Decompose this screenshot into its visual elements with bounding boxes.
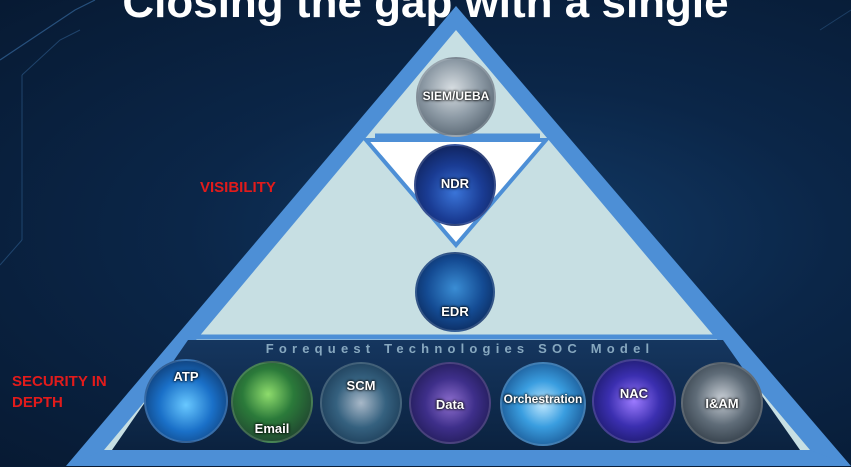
atp-label: ATP	[173, 369, 199, 384]
nac-label: NAC	[619, 386, 649, 401]
scm-node: SCM	[320, 362, 402, 444]
atp-node: ATP	[144, 359, 228, 443]
page-title: Closing the gap with a single	[122, 0, 729, 27]
email-label: Email	[254, 421, 290, 436]
edr-label: EDR	[441, 304, 469, 319]
orchestration-label: Orchestration	[503, 392, 583, 406]
ndr-node: NDR	[414, 144, 496, 226]
ndr-label: NDR	[440, 176, 470, 191]
siem-ueba-label: SIEM/UEBA	[422, 89, 490, 103]
soc-model-title: Forequest Technologies SOC Model	[265, 341, 655, 356]
iam-label: I&AM	[705, 396, 739, 411]
data-label: Data	[435, 397, 465, 412]
edr-node: EDR	[415, 252, 495, 332]
email-node: Email	[231, 361, 313, 443]
bottom-band-edge	[66, 450, 851, 466]
visibility-label: VISIBILITY	[200, 179, 276, 196]
data-node: Data	[409, 362, 491, 444]
orchestration-node: Orchestration	[500, 362, 586, 446]
security-in-depth-label: SECURITY IN DEPTH	[12, 373, 107, 411]
nac-node: NAC	[592, 359, 676, 443]
siem-ueba-node: SIEM/UEBA	[416, 57, 496, 137]
scm-label: SCM	[346, 378, 376, 393]
iam-node: I&AM	[681, 362, 763, 444]
